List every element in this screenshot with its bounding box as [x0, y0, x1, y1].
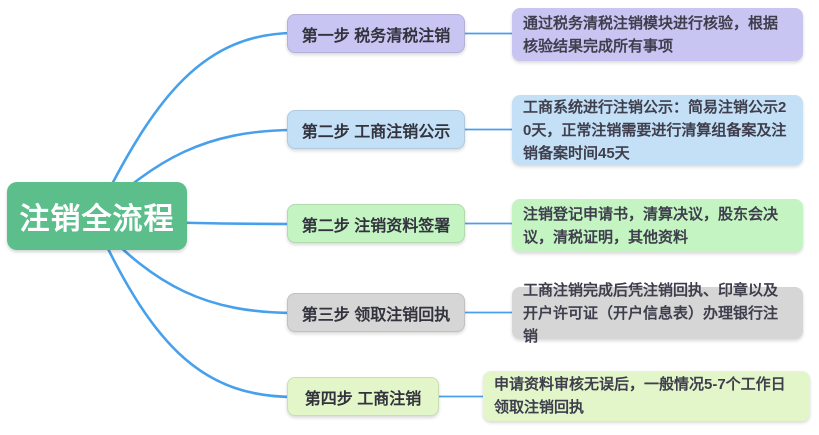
detail-box-5[interactable]: 申请资料审核无误后，一般情况5-7个工作日领取注销回执	[483, 371, 810, 421]
branch-line-5	[95, 224, 297, 399]
detail-box-4[interactable]: 工商注销完成后凭注销回执、印章以及开户许可证（开户信息表）办理银行注销	[512, 282, 803, 345]
detail-box-3[interactable]: 注销登记申请书，清算决议，股东会决议，清税证明，其他资料	[512, 199, 803, 252]
step-node-5[interactable]: 第四步 工商注销	[287, 377, 439, 416]
step-node-1[interactable]: 第一步 税务清税注销	[287, 14, 465, 53]
step-node-3[interactable]: 第二步 注销资料签署	[287, 204, 465, 243]
root-node[interactable]: 注销全流程	[7, 182, 187, 250]
detail-box-1[interactable]: 通过税务清税注销模块进行核验，根据核验结果完成所有事项	[512, 8, 803, 61]
branch-line-1	[95, 31, 297, 216]
step-node-2[interactable]: 第二步 工商注销公示	[287, 110, 465, 149]
detail-box-2[interactable]: 工商系统进行注销公示：简易注销公示20天，正常注销需要进行清算组备案及注销备案时…	[512, 95, 803, 165]
step-node-4[interactable]: 第三步 领取注销回执	[287, 293, 465, 332]
